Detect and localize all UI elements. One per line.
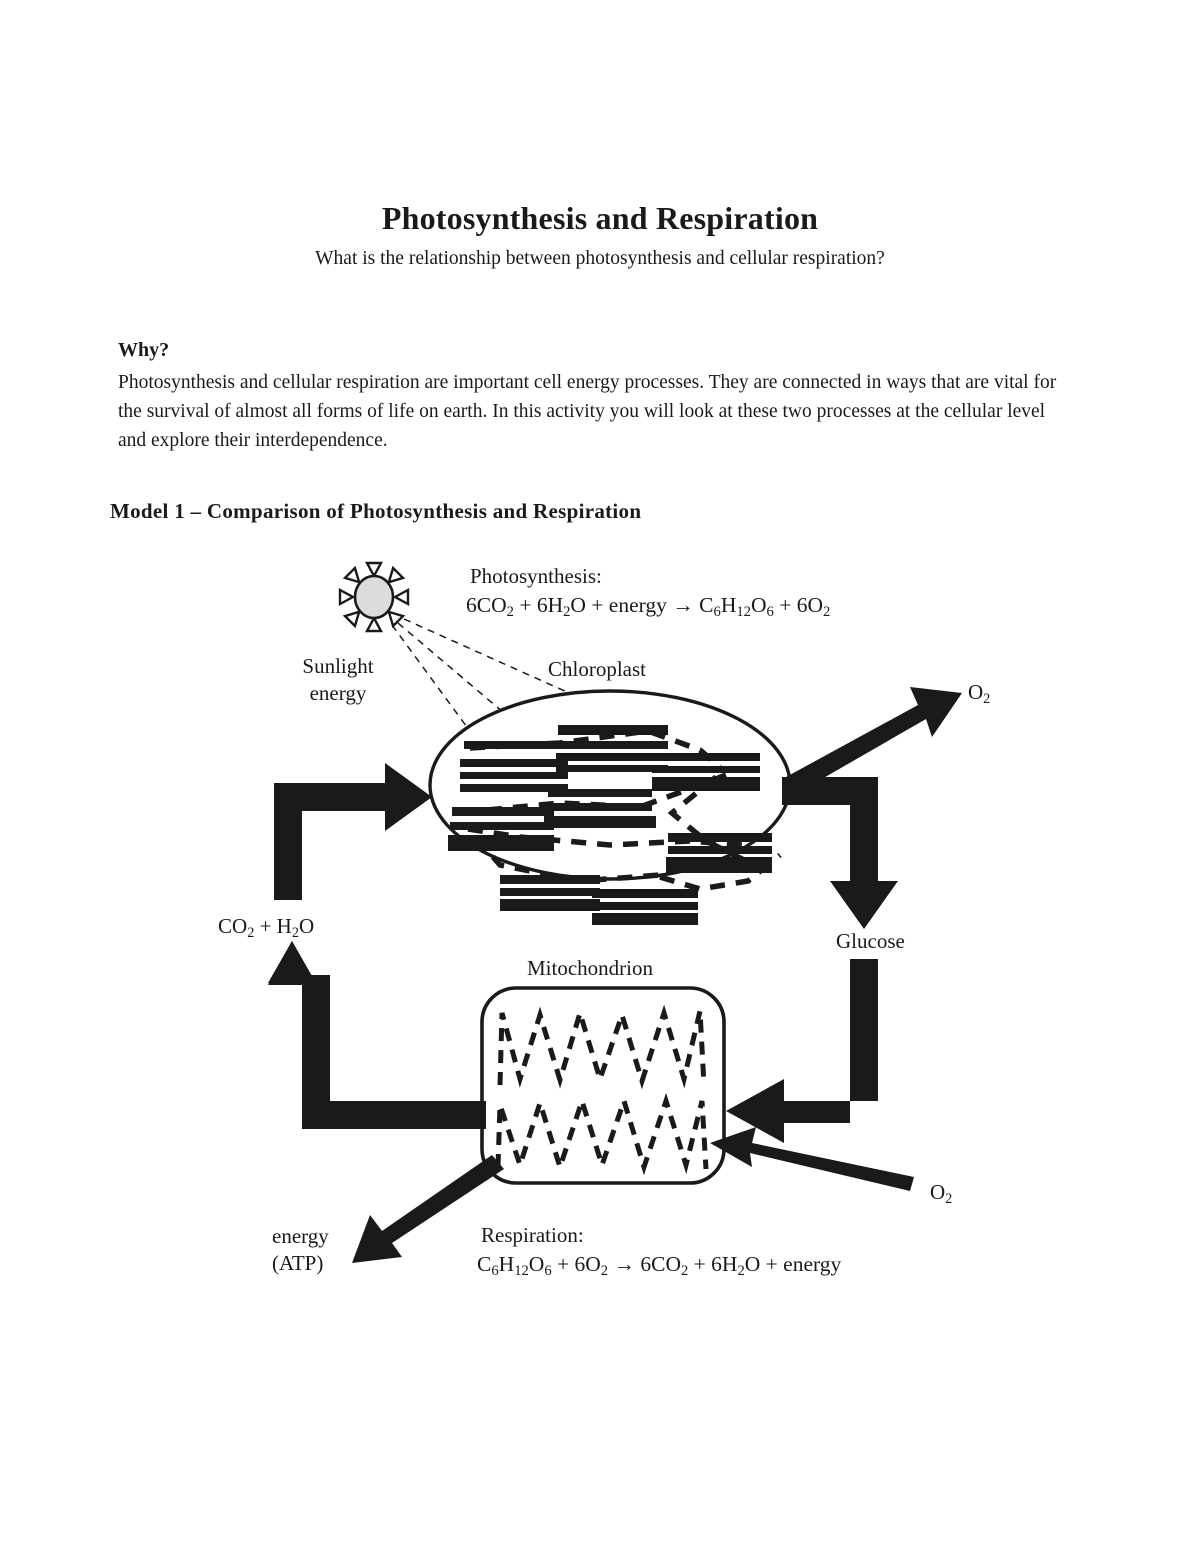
sunlight-line-1: Sunlight	[302, 654, 374, 678]
glucose-label: Glucose	[836, 929, 905, 953]
chloroplast-icon	[428, 689, 792, 925]
oxygen-input-label: O2	[930, 1180, 953, 1207]
mitochondrion-icon	[480, 986, 726, 1185]
model-1-figure: .ink { fill: #1a1a1a; } .stroke-ink { st…	[0, 545, 1200, 1325]
photosynthesis-equation: 6CO2 + 6H2O + energy → C6H12O6 + 6O2	[466, 593, 831, 621]
arrow-chloroplast-to-oxygen	[786, 687, 962, 795]
arrow-co2-water-to-chloroplast	[274, 763, 432, 900]
grana-stacks	[448, 725, 772, 925]
respiration-equation: C6H12O6 + 6O2 → 6CO2 + 6H2O + energy	[477, 1252, 842, 1280]
why-heading: Why?	[118, 339, 170, 361]
figure-graphics: .ink { fill: #1a1a1a; } .stroke-ink { st…	[268, 561, 962, 1263]
sun-icon	[338, 561, 410, 633]
respiration-label: Respiration:	[481, 1223, 584, 1247]
energy-atp-line-1: energy	[272, 1224, 329, 1248]
arrow-mitochondrion-to-energy	[352, 1155, 504, 1263]
arrow-glucose-to-mitochondrion	[726, 959, 878, 1143]
oxygen-output-label: O2	[968, 680, 991, 707]
arrow-mitochondrion-to-co2-water-head	[268, 941, 486, 1129]
chloroplast-label: Chloroplast	[548, 657, 646, 681]
arrow-oxygen-to-mitochondrion	[710, 1127, 914, 1191]
co2-water-label: CO2 + H2O	[218, 914, 315, 941]
page-subtitle: What is the relationship between photosy…	[315, 248, 885, 269]
arrow-chloroplast-to-glucose	[782, 777, 898, 929]
sunlight-line-2: energy	[309, 681, 367, 705]
model-1-heading: Model 1 – Comparison of Photosynthesis a…	[110, 499, 642, 523]
energy-atp-line-2: (ATP)	[272, 1251, 324, 1275]
sunlight-energy-label: Sunlight energy	[290, 653, 386, 707]
mitochondrion-label: Mitochondrion	[527, 956, 653, 980]
energy-atp-label: energy (ATP)	[272, 1223, 382, 1277]
photosynthesis-label: Photosynthesis:	[470, 564, 602, 588]
why-body-text: Photosynthesis and cellular respiration …	[118, 372, 1057, 451]
page-title: Photosynthesis and Respiration	[381, 200, 819, 236]
